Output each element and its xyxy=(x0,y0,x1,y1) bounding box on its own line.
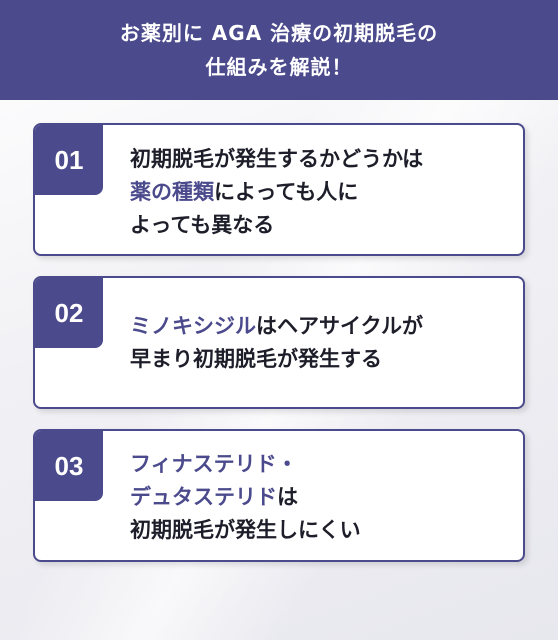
point-text-line: ミノキシジルはヘアサイクルが xyxy=(130,310,511,343)
point-number-badge: 01 xyxy=(35,125,103,195)
point-card-2: 02 ミノキシジルはヘアサイクルが 早まり初期脱毛が発生する xyxy=(33,276,525,409)
point-number-badge: 03 xyxy=(35,431,103,501)
point-number-badge: 02 xyxy=(35,278,103,348)
point-text-line: 初期脱毛が発生しにくい xyxy=(130,518,361,542)
point-text-line: デュタステリドは xyxy=(130,481,511,514)
point-text-line: よっても異なる xyxy=(130,213,275,237)
point-text-line: 早まり初期脱毛が発生する xyxy=(130,347,382,371)
body-text: はヘアサイクルが xyxy=(256,314,423,338)
body-text: は xyxy=(277,485,298,509)
point-text-line: 薬の種類によっても人に xyxy=(130,176,511,209)
page-header: お薬別に AGA 治療の初期脱毛の 仕組みを解説！ xyxy=(0,0,558,100)
highlight-text: フィナステリド・ xyxy=(130,452,298,476)
point-text: フィナステリド・ デュタステリドは 初期脱毛が発生しにくい xyxy=(130,448,511,547)
highlight-text: デュタステリド xyxy=(130,485,277,509)
header-title-line-1: お薬別に AGA 治療の初期脱毛の xyxy=(119,21,439,45)
body-text: によっても人に xyxy=(214,180,359,204)
highlight-text: ミノキシジル xyxy=(130,314,256,338)
point-card-1: 01 初期脱毛が発生するかどうかは 薬の種類によっても人に よっても異なる xyxy=(33,123,525,256)
point-text: ミノキシジルはヘアサイクルが 早まり初期脱毛が発生する xyxy=(130,310,511,376)
point-text-line: 初期脱毛が発生するかどうかは xyxy=(130,147,424,171)
point-card-3: 03 フィナステリド・ デュタステリドは 初期脱毛が発生しにくい xyxy=(33,429,525,562)
highlight-text: 薬の種類 xyxy=(130,180,214,204)
header-title-line-2: 仕組みを解説！ xyxy=(205,55,353,79)
point-text: 初期脱毛が発生するかどうかは 薬の種類によっても人に よっても異なる xyxy=(130,143,511,242)
